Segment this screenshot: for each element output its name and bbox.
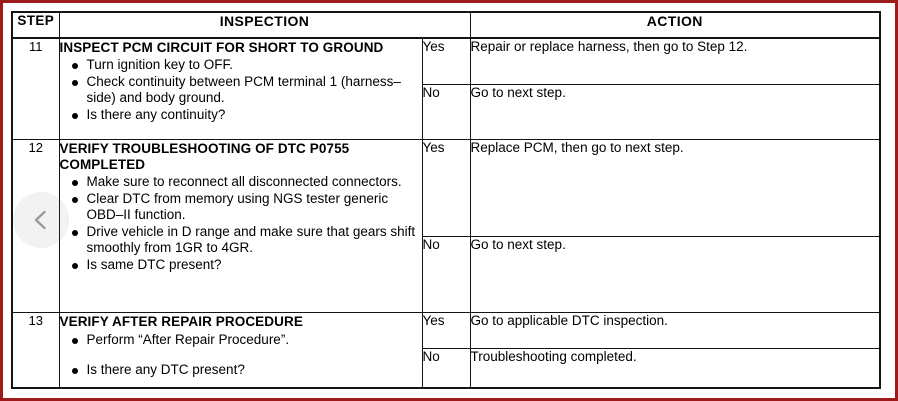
- answer-no-12: No: [421, 235, 471, 314]
- answer-no-13: No: [421, 348, 471, 389]
- inspection-bullets-13: Perform “After Repair Procedure”. Is the…: [60, 332, 422, 379]
- action-no-11: Go to next step.: [469, 83, 881, 141]
- previous-page-button[interactable]: [13, 192, 69, 248]
- answer-no-11: No: [421, 83, 471, 141]
- column-header-step: STEP: [11, 11, 60, 39]
- list-item: Drive vehicle in D range and make sure t…: [60, 224, 422, 257]
- action-yes-12: Replace PCM, then go to next step.: [469, 139, 881, 237]
- table-row: No Go to next step.: [12, 83, 881, 141]
- answer-yes-12: Yes: [421, 139, 471, 237]
- inspection-cell-13: VERIFY AFTER REPAIR PROCEDURE Perform “A…: [58, 312, 423, 389]
- table-row: No Troubleshooting completed.: [12, 348, 881, 389]
- header-row: STEP INSPECTION ACTION: [11, 11, 881, 39]
- action-yes-11: Repair or replace harness, then go to St…: [469, 37, 881, 85]
- table-body: 11 INSPECT PCM CIRCUIT FOR SHORT TO GROU…: [11, 37, 881, 389]
- action-yes-13: Go to applicable DTC inspection.: [469, 312, 881, 350]
- list-item: Clear DTC from memory using NGS tester g…: [60, 191, 422, 224]
- inspection-title-13: VERIFY AFTER REPAIR PROCEDURE: [59, 314, 303, 330]
- list-item: Turn ignition key to OFF.: [60, 57, 422, 73]
- chevron-left-icon: [28, 207, 54, 233]
- answer-yes-11: Yes: [421, 37, 471, 85]
- table-row: 11 INSPECT PCM CIRCUIT FOR SHORT TO GROU…: [11, 37, 881, 141]
- list-item: Is same DTC present?: [60, 257, 422, 273]
- answer-yes-13: Yes: [421, 312, 471, 350]
- action-no-13: Troubleshooting completed.: [469, 348, 881, 389]
- table-row: 12 VERIFY TROUBLESHOOTING OF DTC P0755 C…: [11, 139, 881, 314]
- action-no-12: Go to next step.: [469, 235, 881, 314]
- list-item: Is there any DTC present?: [60, 362, 422, 378]
- step-number-13: 13: [11, 312, 60, 389]
- inspection-bullets-12: Make sure to reconnect all disconnected …: [60, 174, 422, 273]
- column-header-inspection: INSPECTION: [58, 11, 471, 39]
- step-number-12: 12: [11, 139, 60, 314]
- page-canvas: STEP INSPECTION ACTION 11 INSPECT PCM CI…: [3, 3, 895, 398]
- inspection-cell-12: VERIFY TROUBLESHOOTING OF DTC P0755 COMP…: [58, 139, 423, 314]
- list-item: Check continuity between PCM terminal 1 …: [60, 74, 422, 107]
- inspection-cell-11: INSPECT PCM CIRCUIT FOR SHORT TO GROUND …: [58, 37, 423, 141]
- list-item: Make sure to reconnect all disconnected …: [60, 174, 422, 190]
- troubleshooting-table: STEP INSPECTION ACTION 11 INSPECT PCM CI…: [11, 11, 882, 389]
- table-header: STEP INSPECTION ACTION: [11, 11, 881, 39]
- list-item: Is there any continuity?: [60, 107, 422, 123]
- column-header-action: ACTION: [469, 11, 881, 39]
- inspection-title-12: VERIFY TROUBLESHOOTING OF DTC P0755 COMP…: [59, 141, 350, 173]
- table-row: 13 VERIFY AFTER REPAIR PROCEDURE Perform…: [11, 312, 881, 389]
- table-row: No Go to next step.: [12, 235, 881, 314]
- inspection-title-11: INSPECT PCM CIRCUIT FOR SHORT TO GROUND: [59, 40, 384, 55]
- list-item: Perform “After Repair Procedure”.: [60, 332, 422, 348]
- inspection-bullets-11: Turn ignition key to OFF. Check continui…: [60, 57, 422, 123]
- step-number-11: 11: [11, 37, 60, 141]
